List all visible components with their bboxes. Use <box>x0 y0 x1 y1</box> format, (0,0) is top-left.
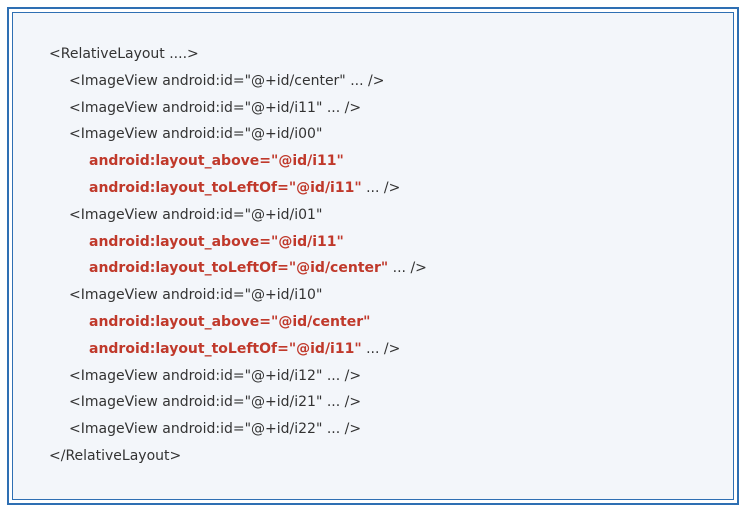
highlighted-attribute: android:layout_toLeftOf="@id/center" <box>89 260 389 277</box>
code-line: android:layout_toLeftOf="@id/i11" ... /> <box>49 175 427 202</box>
code-line: android:layout_above="@id/i11" <box>49 148 427 175</box>
code-line: android:layout_above="@id/center" <box>49 309 427 336</box>
code-listing: <RelativeLayout ....> <ImageView android… <box>49 41 427 470</box>
code-line: <ImageView android:id="@+id/i10" <box>49 282 427 309</box>
code-line: android:layout_toLeftOf="@id/center" ...… <box>49 255 427 282</box>
highlighted-attribute: android:layout_toLeftOf="@id/i11" <box>89 340 362 357</box>
code-text: <ImageView android:id="@+id/i01" <box>69 206 323 223</box>
code-text: <ImageView android:id="@+id/i11" ... /> <box>69 99 362 116</box>
code-line: </RelativeLayout> <box>49 443 427 470</box>
code-line: android:layout_above="@id/i11" <box>49 229 427 256</box>
code-text: <RelativeLayout ....> <box>49 46 199 62</box>
code-text: <ImageView android:id="@+id/i22" ... /> <box>69 421 362 438</box>
highlighted-attribute: android:layout_above="@id/i11" <box>89 153 344 170</box>
code-line: <ImageView android:id="@+id/i00" <box>49 121 427 148</box>
code-box-outer-border: <RelativeLayout ....> <ImageView android… <box>7 7 739 505</box>
code-line: <ImageView android:id="@+id/i01" <box>49 202 427 229</box>
highlighted-attribute: android:layout_above="@id/i11" <box>89 233 344 250</box>
code-line: <ImageView android:id="@+id/i21" ... /> <box>49 389 427 416</box>
code-tail: ... /> <box>361 340 401 357</box>
highlighted-attribute: android:layout_toLeftOf="@id/i11" <box>89 179 362 196</box>
code-text: <ImageView android:id="@+id/i10" <box>69 287 323 304</box>
code-line: <ImageView android:id="@+id/i22" ... /> <box>49 416 427 443</box>
code-line: <ImageView android:id="@+id/center" ... … <box>49 68 427 95</box>
code-text: <ImageView android:id="@+id/center" ... … <box>69 72 385 89</box>
highlighted-attribute: android:layout_above="@id/center" <box>89 313 371 330</box>
code-text: </RelativeLayout> <box>49 447 182 464</box>
code-box: <RelativeLayout ....> <ImageView android… <box>12 12 734 500</box>
code-text: <ImageView android:id="@+id/i21" ... /> <box>69 394 362 411</box>
code-tail: ... /> <box>361 179 401 196</box>
code-line: android:layout_toLeftOf="@id/i11" ... /> <box>49 336 427 363</box>
code-line: <ImageView android:id="@+id/i12" ... /> <box>49 363 427 390</box>
code-text: <ImageView android:id="@+id/i12" ... /> <box>69 367 362 384</box>
code-tail: ... /> <box>388 260 427 277</box>
code-text: <ImageView android:id="@+id/i00" <box>69 126 323 143</box>
code-line: <RelativeLayout ....> <box>49 41 427 68</box>
code-line: <ImageView android:id="@+id/i11" ... /> <box>49 95 427 122</box>
